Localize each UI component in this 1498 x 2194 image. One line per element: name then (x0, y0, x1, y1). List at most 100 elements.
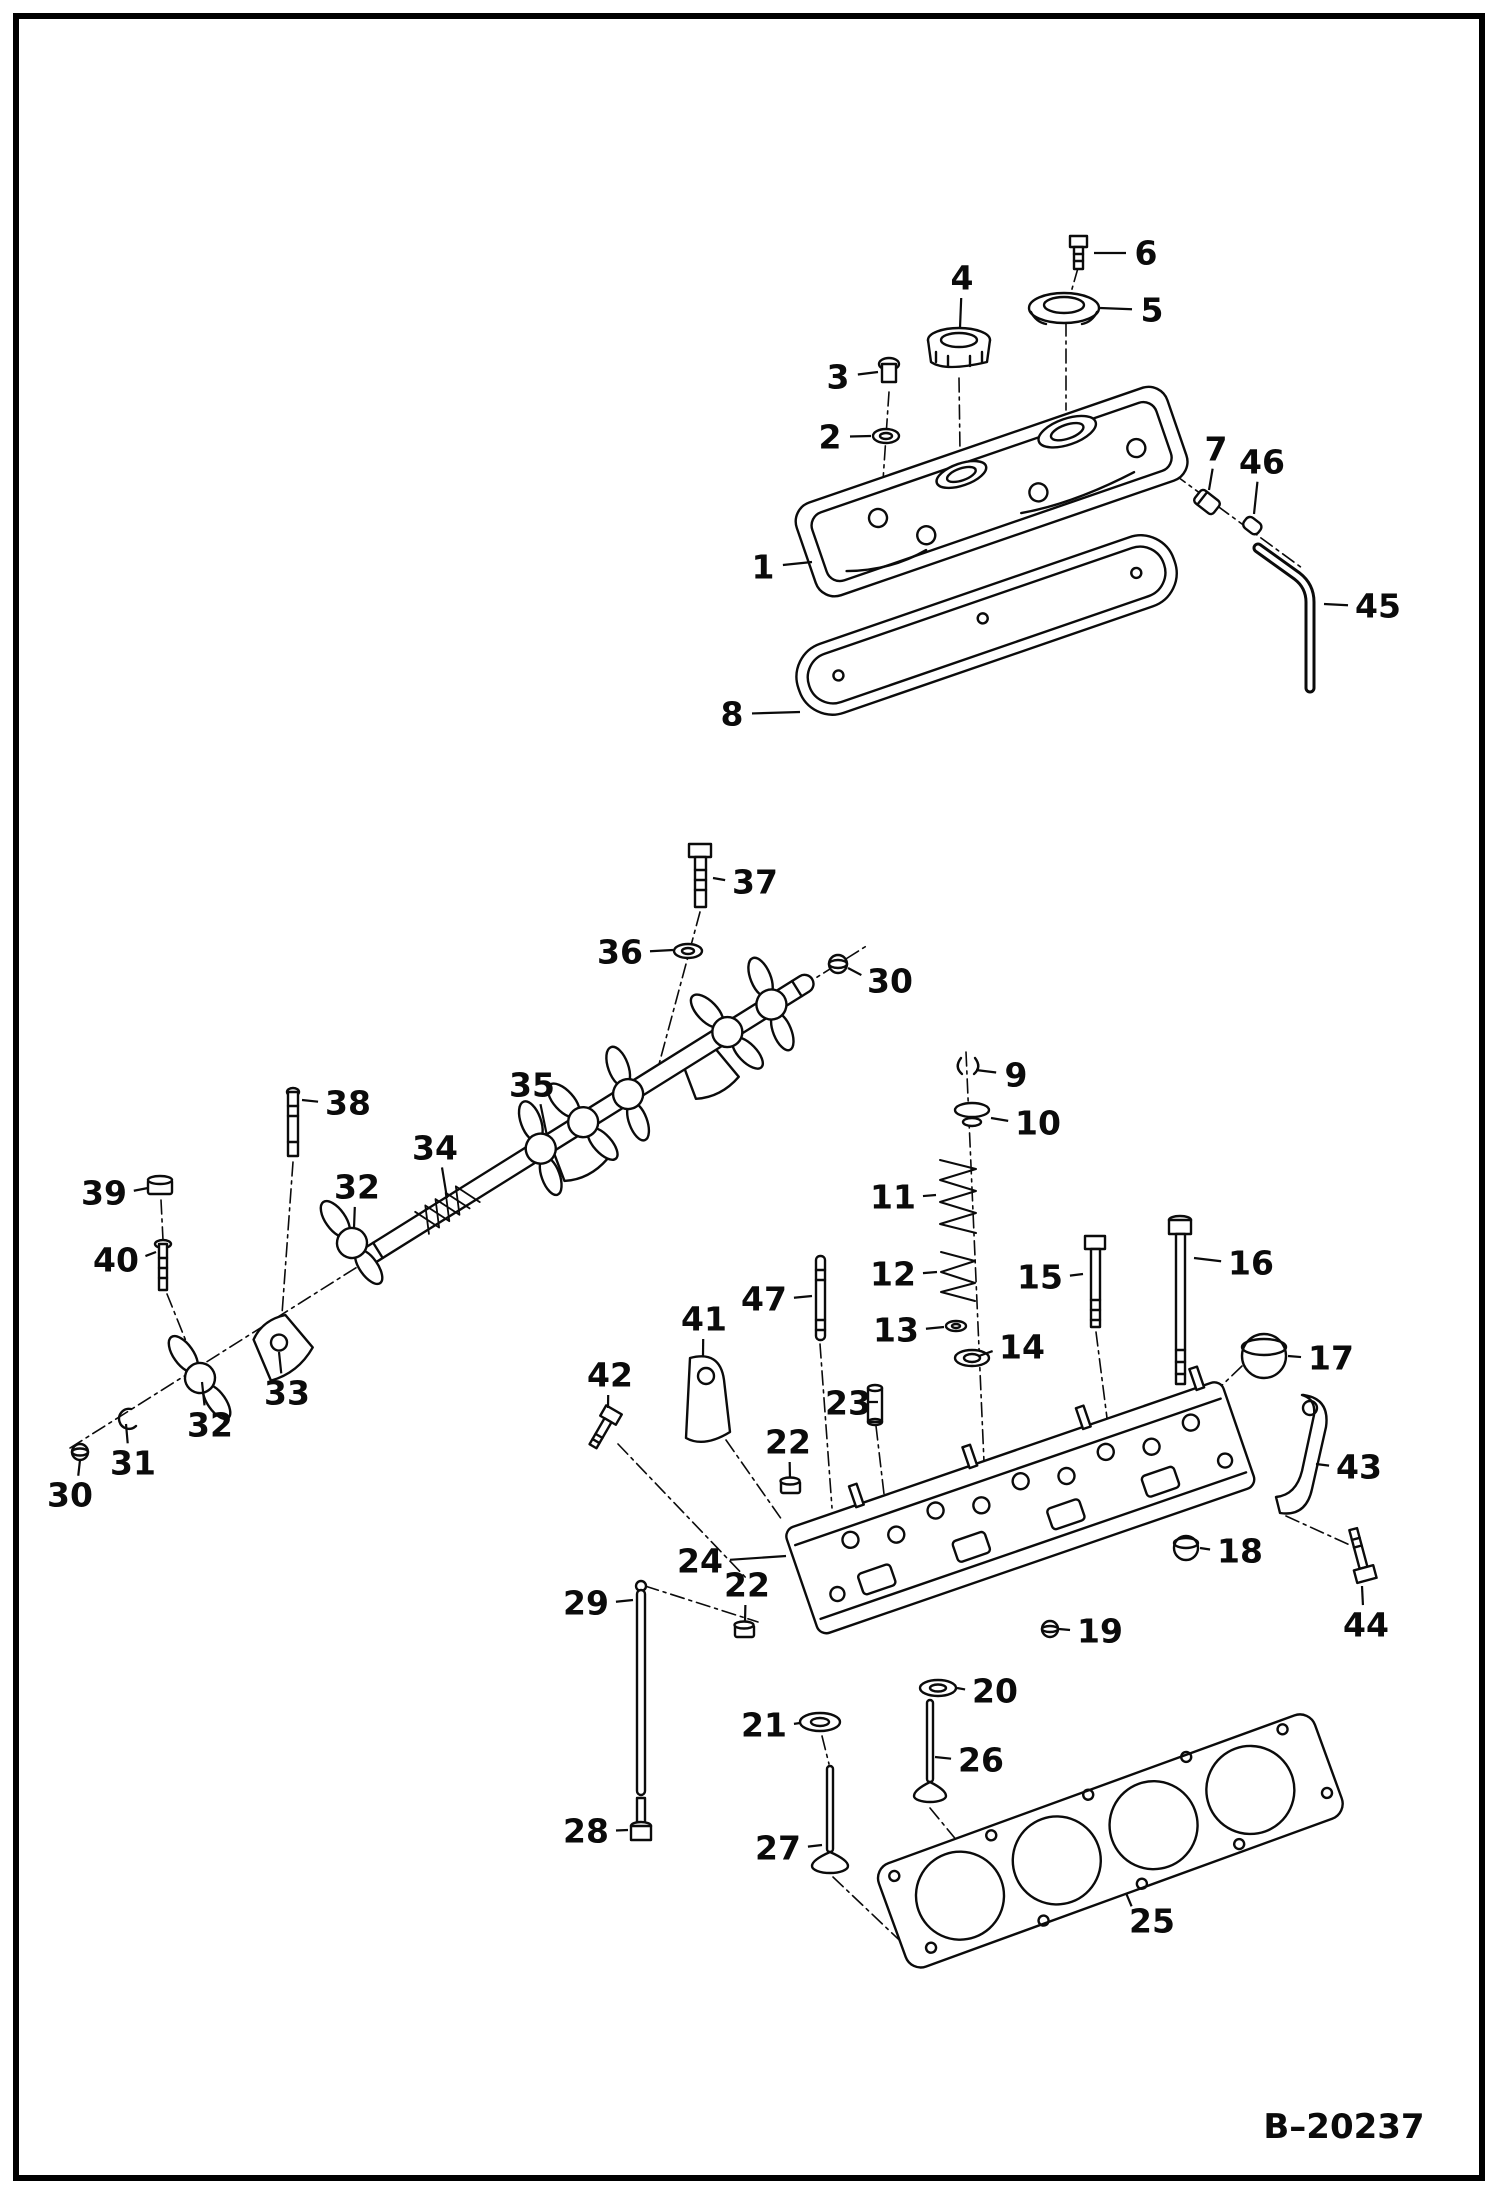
intake-valve (912, 1698, 948, 1804)
callout-30-12: 30 (867, 962, 913, 1001)
valve-guide (866, 1383, 884, 1427)
oil-filler-cap (926, 326, 992, 369)
callout-25-49: 25 (1129, 1902, 1175, 1941)
callout-27-48: 27 (755, 1829, 801, 1868)
valve-cover-gasket (795, 534, 1178, 716)
stud-nut-upper (779, 1476, 802, 1495)
callout-leader-19-42 (1058, 1627, 1071, 1632)
lower-bolt (629, 1796, 653, 1842)
callout-leader-13-25 (925, 1325, 945, 1330)
callout-leader-10-14 (990, 1116, 1009, 1122)
callout-19-42: 19 (1077, 1612, 1123, 1651)
callout-23-30: 23 (825, 1384, 871, 1423)
callout-leader-47-26 (793, 1294, 813, 1299)
callout-26-46: 26 (958, 1741, 1004, 1780)
callout-43-33: 43 (1336, 1448, 1382, 1487)
callout-leader-34-17 (440, 1167, 449, 1199)
bracket-stud (285, 1086, 301, 1158)
callout-3-3: 3 (827, 358, 850, 397)
callout-14-27: 14 (999, 1328, 1045, 1367)
callout-35-16: 35 (509, 1066, 555, 1105)
callout-leader-45-8 (1323, 602, 1349, 607)
callout-leader-32-20 (352, 1206, 356, 1229)
rocker-arm-loose-lower (167, 1334, 232, 1421)
callout-leader-33-34 (277, 1351, 283, 1374)
exhaust-valve (810, 1764, 850, 1875)
callout-47-26: 47 (741, 1280, 787, 1319)
valve-cover-assembly (794, 234, 1316, 716)
callout-36-11: 36 (597, 933, 643, 972)
callout-7-5: 7 (1205, 430, 1228, 469)
callout-leader-4-2 (958, 297, 963, 329)
callout-17-28: 17 (1308, 1339, 1354, 1378)
ball-plug (1040, 1619, 1060, 1639)
callout-33-34: 33 (264, 1374, 310, 1413)
callout-leader-43-33 (1315, 1462, 1330, 1467)
callout-leader-24-39 (729, 1554, 787, 1561)
callout-18-38: 18 (1217, 1532, 1263, 1571)
cup-plug-small (1172, 1534, 1200, 1562)
breather-tube (1252, 542, 1316, 694)
adjusting-screw (153, 1238, 173, 1292)
callout-31-36: 31 (110, 1444, 156, 1483)
callout-leader-26-46 (934, 1755, 952, 1760)
callout-1-7: 1 (752, 548, 775, 587)
valve-spring-inner (940, 1251, 976, 1302)
callout-leader-2-4 (849, 434, 872, 438)
callout-12-22: 12 (870, 1255, 916, 1294)
cylinder-head-group (588, 1214, 1378, 1969)
callout-24-39: 24 (677, 1542, 723, 1581)
shaft-end-cap-upper (827, 953, 849, 975)
breather-clamp (1242, 515, 1263, 536)
cover-washer (871, 427, 901, 445)
callout-32-20: 32 (334, 1168, 380, 1207)
breather-cap (1027, 291, 1101, 326)
bracket-bolt (588, 1404, 623, 1450)
rear-bracket-bolt (1348, 1526, 1378, 1585)
callout-leader-29-43 (615, 1598, 634, 1603)
callout-44-41: 44 (1343, 1606, 1389, 1645)
callout-40-21: 40 (93, 1241, 139, 1280)
callout-2-4: 2 (819, 418, 842, 457)
callout-leader-31-36 (124, 1423, 129, 1444)
head-bolt-short (1083, 1234, 1107, 1329)
callout-29-43: 29 (563, 1584, 609, 1623)
callout-38-15: 38 (325, 1084, 371, 1123)
callout-leader-16-24 (1193, 1256, 1222, 1263)
callout-leader-3-3 (857, 370, 879, 376)
valve-cover (794, 385, 1189, 598)
callout-20-44: 20 (972, 1672, 1018, 1711)
valve-seat-upper (918, 1678, 958, 1698)
callout-leader-5-1 (1099, 306, 1133, 311)
cylinder-head (785, 1365, 1256, 1635)
head-bolt-long (1167, 1214, 1193, 1386)
adjuster-nut (146, 1174, 174, 1196)
callout-leader-9-13 (975, 1068, 997, 1074)
valve-keepers (956, 1056, 980, 1076)
valve-spring-outer (939, 1159, 977, 1234)
callout-leader-28-47 (615, 1828, 629, 1832)
rocker-arm-loose-upper (319, 1199, 384, 1286)
callout-leader-27-48 (807, 1843, 823, 1848)
page-border (13, 13, 1485, 2181)
cover-nut (877, 356, 901, 384)
callout-leader-32-35 (200, 1381, 206, 1406)
callout-4-2: 4 (951, 259, 974, 298)
callout-32-35: 32 (187, 1406, 233, 1445)
callout-leader-39-19 (133, 1186, 149, 1192)
head-stud (814, 1254, 827, 1342)
callout-leader-44-41 (1360, 1585, 1365, 1606)
valve-stem-seal (953, 1348, 991, 1368)
rocker-shaft-bolt (687, 842, 713, 909)
rocker-arms-on-shaft (517, 956, 795, 1197)
callout-leader-20-44 (956, 1686, 966, 1691)
callout-8-9: 8 (721, 695, 744, 734)
callout-37-10: 37 (732, 863, 778, 902)
callout-leader-25-49 (1124, 1892, 1133, 1907)
callout-22-32: 22 (765, 1423, 811, 1462)
callout-leader-21-45 (793, 1721, 801, 1725)
callout-46-6: 46 (1239, 443, 1285, 482)
